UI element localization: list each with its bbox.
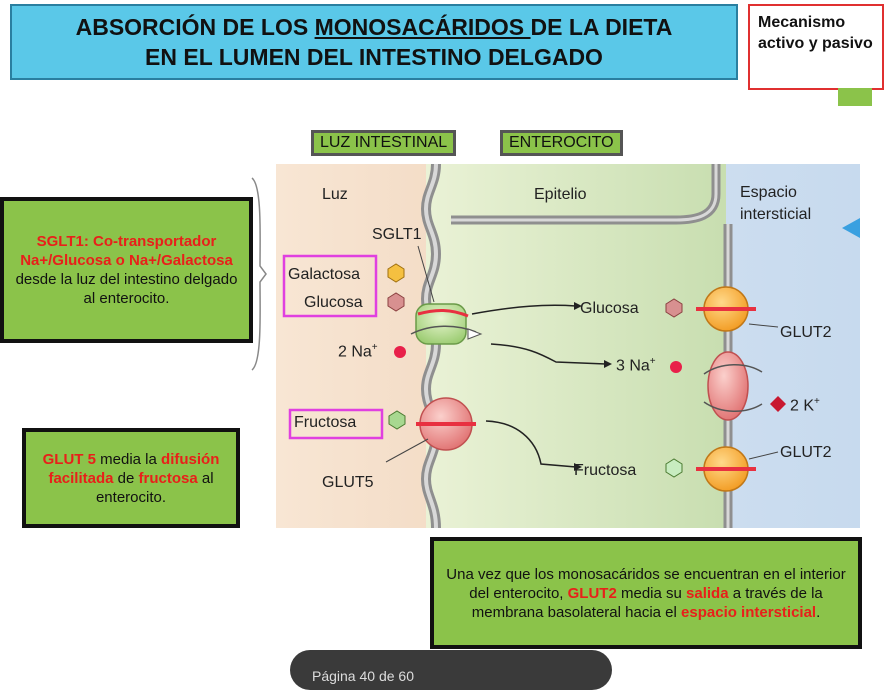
label-glut2-bottom: GLUT2	[780, 444, 832, 461]
title-text-underlined: MONOSACÁRIDOS	[314, 14, 531, 40]
glut2-bottom-transporter	[696, 446, 756, 492]
k-diamond	[770, 396, 786, 412]
label-na-cell: 3 Na+	[616, 356, 656, 375]
absorption-diagram	[276, 164, 860, 528]
note-sglt1: SGLT1: Co-transportador Na+/Glucosa o Na…	[0, 197, 253, 343]
title-text-b: DE LA DIETA	[530, 14, 673, 40]
fructose-hexagon-lumen	[388, 410, 406, 430]
galactose-hexagon	[387, 263, 405, 283]
glucose-hexagon-cell	[665, 298, 683, 318]
region-espacio: Espacio	[740, 184, 797, 201]
title-line-2: EN EL LUMEN DEL INTESTINO DELGADO	[145, 44, 603, 70]
title-banner: ABSORCIÓN DE LOS MONOSACÁRIDOS DE LA DIE…	[10, 4, 738, 80]
na-k-pump	[703, 351, 763, 421]
tag-lumen: LUZ INTESTINAL	[311, 130, 457, 156]
label-fructosa-lumen: Fructosa	[294, 414, 357, 431]
mechanism-box: Mecanismo activo y pasivo	[748, 4, 884, 90]
note-glut5: GLUT 5 media la difusión facilitada de f…	[22, 428, 240, 528]
label-glucosa-lumen: Glucosa	[304, 294, 363, 311]
glut5-leader	[385, 438, 429, 463]
glut2-bottom-leader	[748, 451, 779, 460]
green-strip	[838, 88, 872, 106]
galactose-glucose-frame	[282, 254, 378, 318]
label-glut5: GLUT5	[322, 474, 374, 491]
interstitial-arrow	[842, 218, 860, 238]
glut5-transporter	[416, 397, 476, 451]
sglt1-transporter	[410, 303, 483, 345]
glucose-hexagon-lumen	[387, 292, 405, 312]
note-glut2: Una vez que los monosacáridos se encuent…	[430, 537, 862, 649]
glut2-top-leader	[748, 323, 779, 328]
label-k: 2 K+	[790, 396, 820, 415]
glut2-top-transporter	[696, 286, 756, 332]
title-line-1: ABSORCIÓN DE LOS MONOSACÁRIDOS DE LA DIE…	[76, 12, 673, 42]
pager-text: Página 40 de 60	[312, 668, 414, 684]
region-epitelio: Epitelio	[534, 186, 587, 203]
label-glucosa-cell: Glucosa	[580, 300, 639, 317]
label-sglt1: SGLT1	[372, 226, 422, 243]
label-galactosa: Galactosa	[288, 266, 361, 283]
region-intersticial: intersticial	[740, 206, 812, 223]
label-fructosa-cell: Fructosa	[574, 462, 637, 479]
bracket	[251, 177, 267, 371]
fructose-frame	[288, 408, 384, 440]
label-glut2-top: GLUT2	[780, 324, 832, 341]
tag-enterocyte: ENTEROCITO	[500, 130, 623, 156]
na-dot-cell	[670, 361, 682, 373]
title-text-a: ABSORCIÓN DE LOS	[75, 14, 315, 40]
fructose-hexagon-cell	[665, 458, 683, 478]
na-dot-lumen	[394, 346, 406, 358]
label-na-lumen: 2 Na+	[338, 342, 378, 361]
region-luz: Luz	[322, 186, 348, 203]
sglt1-leader	[417, 245, 435, 303]
